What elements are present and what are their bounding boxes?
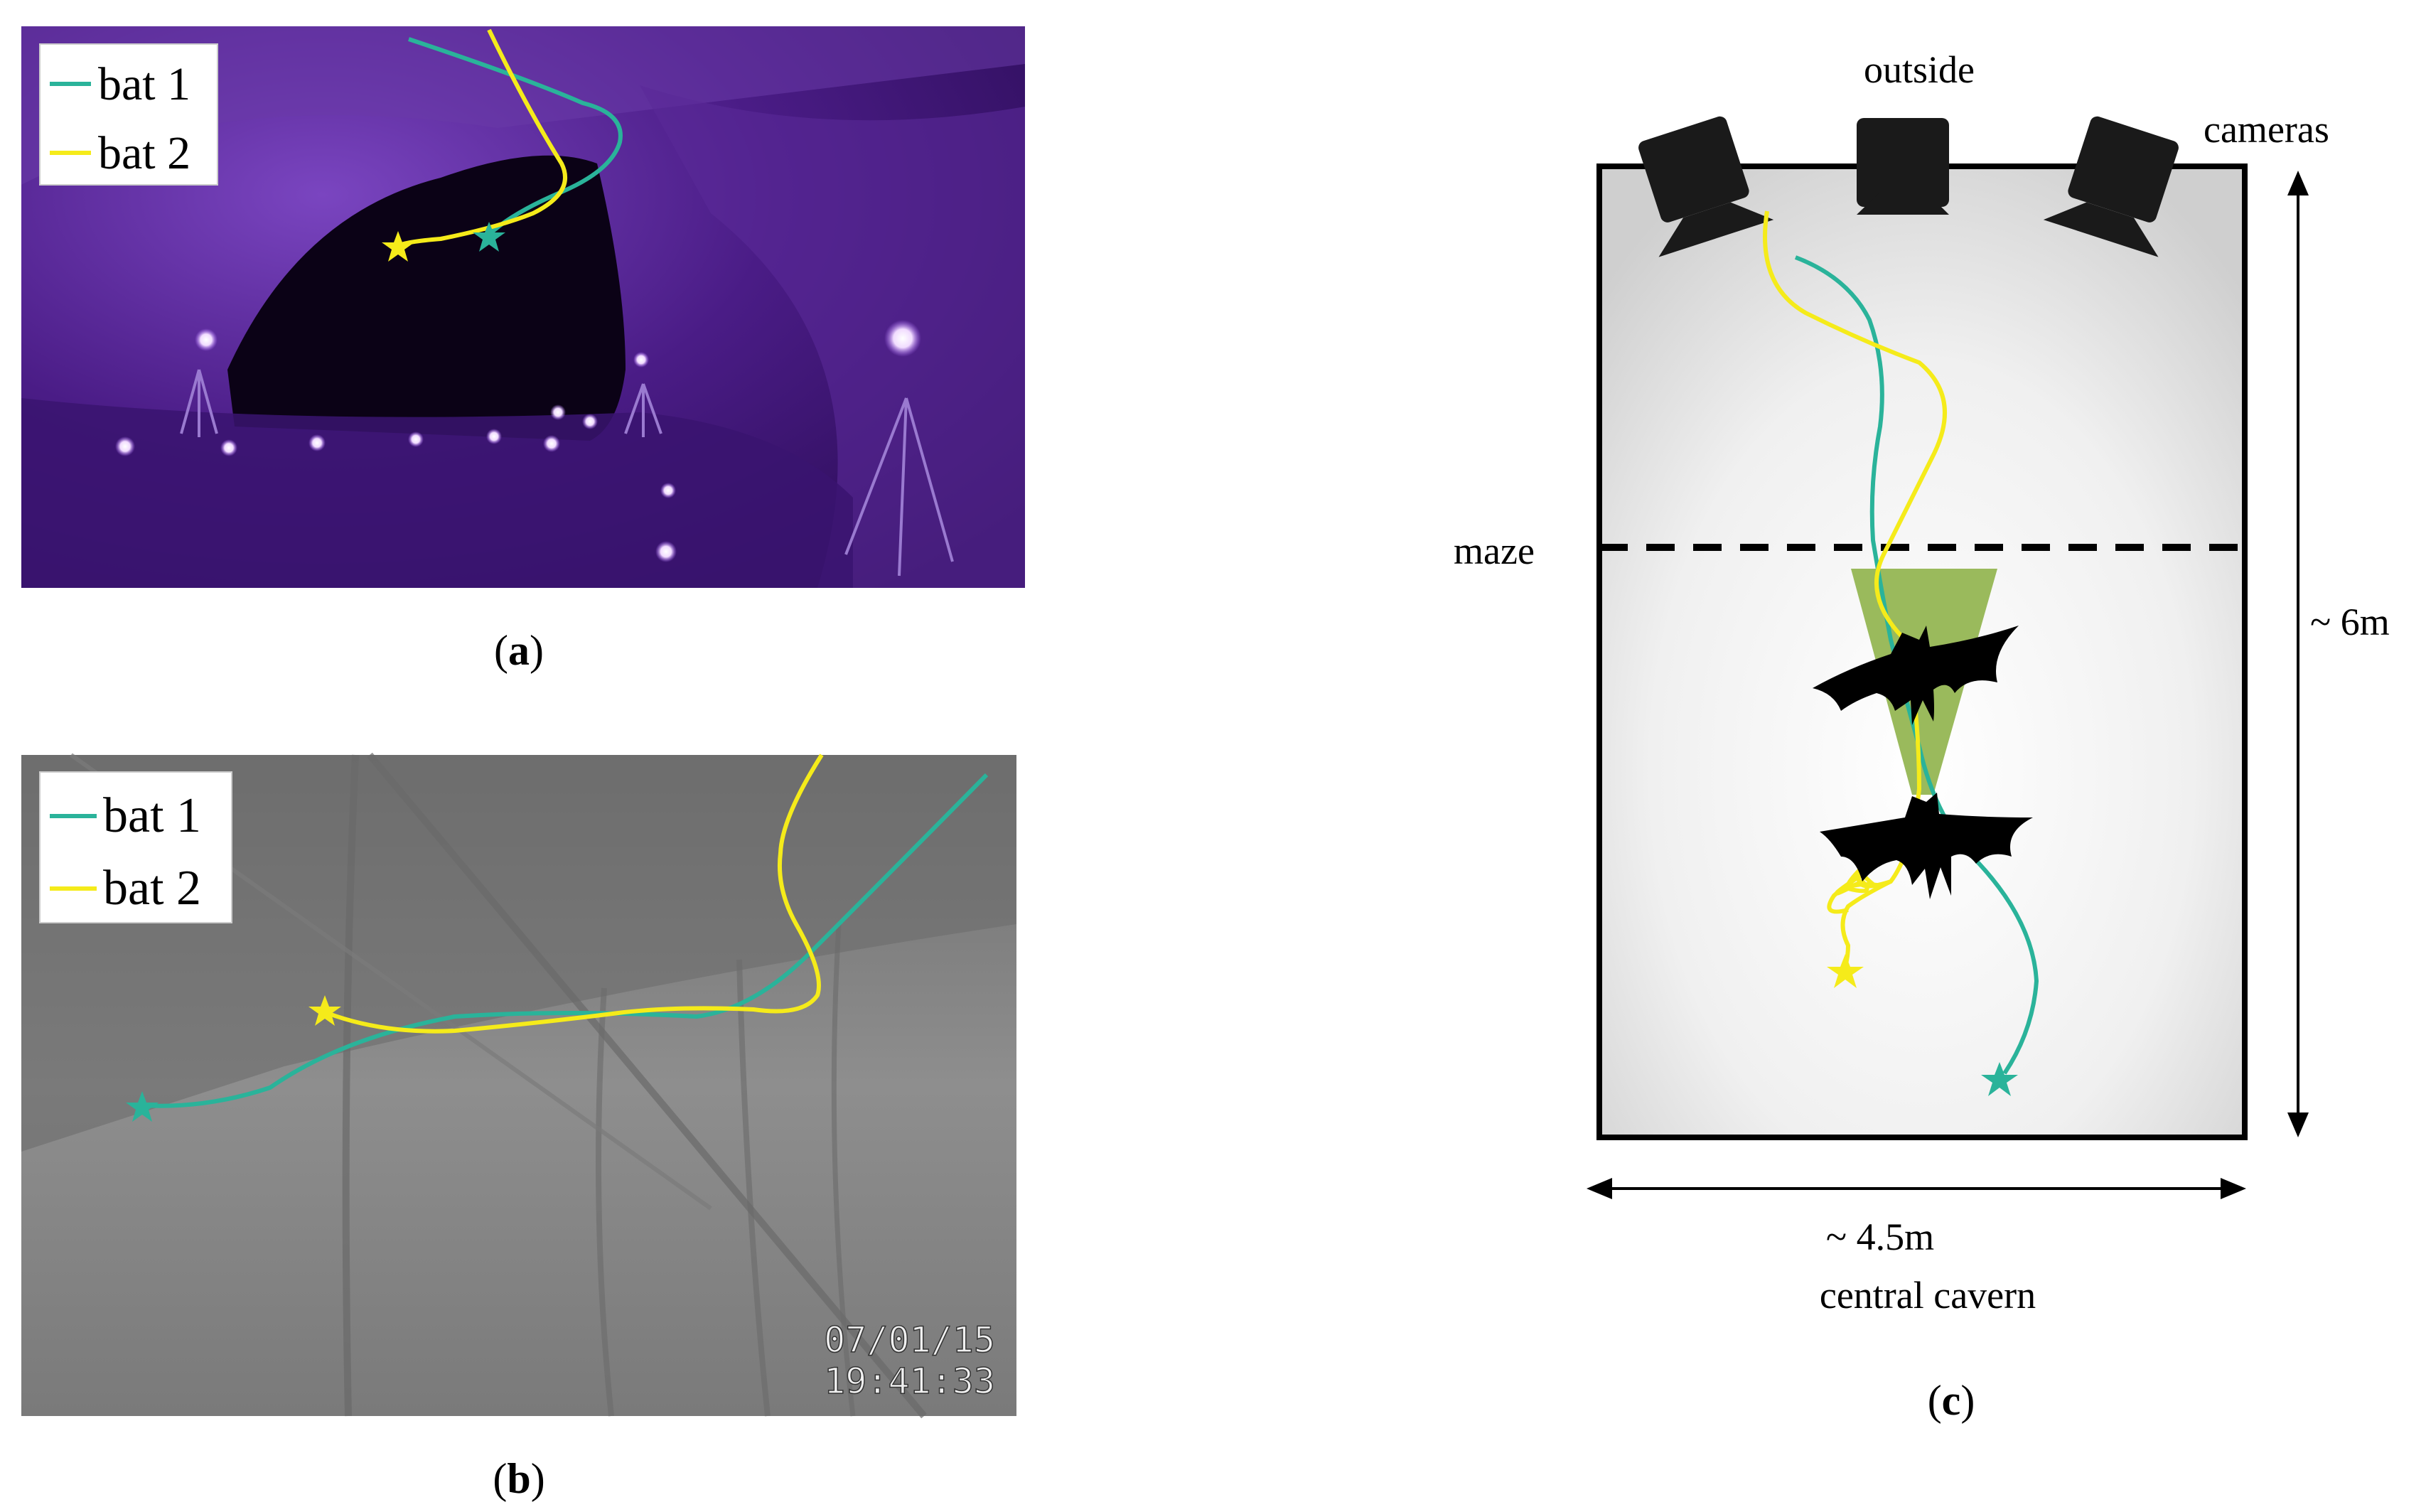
caption-a: (a): [494, 627, 544, 674]
width-label: ~ 4.5m: [1826, 1216, 1934, 1258]
thermal-rope-3: [736, 959, 771, 1417]
bat-top-icon: [1813, 626, 2019, 725]
width-arrow: [1587, 1178, 2246, 1199]
height-arrow: [2287, 171, 2309, 1137]
caption-b: (b): [493, 1455, 544, 1502]
bat2-start-star-b: [308, 995, 341, 1026]
legend-a-bat2-label: bat 2: [98, 127, 190, 179]
tripods: [180, 369, 954, 577]
bat2-tail-c: [1840, 879, 1892, 967]
caption-c-letter: c: [1942, 1377, 1961, 1424]
legend-a: bat 1 bat 2: [39, 43, 218, 186]
bat1-trajectory-b: [141, 773, 989, 1108]
bat1-trajectory-c: [1794, 255, 2039, 1075]
camera-right-icon: [2043, 116, 2179, 257]
rock-texture: [21, 26, 1025, 185]
panel-b: bat 1 bat 2 07/01/15 19:41:33 (b): [21, 752, 1016, 1502]
panel-a: bat 1 bat 2 (a): [21, 26, 1025, 674]
timestamp-date: 07/01/15: [824, 1319, 995, 1361]
thermal-rope-4: [831, 923, 856, 1417]
legend-b-bat2-label: bat 2: [103, 861, 201, 916]
lamps: [115, 320, 921, 562]
bat2-start-star-c: [1827, 954, 1864, 988]
bat2-start-star: [382, 231, 414, 262]
camera-center-icon: [1857, 118, 1949, 215]
bat1-start-star-c: [1981, 1062, 2018, 1096]
legend-b: bat 1 bat 2: [39, 771, 232, 923]
central-cavern-label: central cavern: [1820, 1274, 2036, 1317]
bat1-start-star: [473, 222, 505, 252]
panel-c: outside cameras maze ~ 6m ~ 4.5m central…: [1454, 48, 2390, 1424]
rock-texture-right: [640, 85, 1025, 588]
cave-opening: [227, 155, 626, 441]
bat1-start-star-b: [126, 1091, 159, 1122]
thermal-rope-1: [342, 754, 359, 1417]
caption-a-letter: a: [508, 627, 530, 674]
outside-label: outside: [1864, 48, 1975, 91]
thermal-wall: [21, 755, 1016, 1152]
thermal-rope-2: [596, 987, 614, 1417]
caption-c: (c): [1928, 1377, 1975, 1424]
bat2-trajectory: [397, 28, 567, 248]
caption-b-letter: b: [507, 1455, 530, 1502]
legend-b-bat1-label: bat 1: [103, 788, 201, 843]
bat-bottom-icon: [1820, 793, 2033, 899]
bat2-trajectory-b: [322, 754, 824, 1034]
cameras-label: cameras: [2204, 108, 2329, 151]
height-label: ~ 6m: [2310, 601, 2390, 643]
legend-a-bat1-label: bat 1: [98, 58, 190, 110]
camera-left-icon: [1638, 116, 1774, 257]
timestamp-time: 19:41:33: [824, 1361, 995, 1402]
thermal-diag: [367, 752, 927, 1419]
maze-label: maze: [1454, 530, 1535, 572]
